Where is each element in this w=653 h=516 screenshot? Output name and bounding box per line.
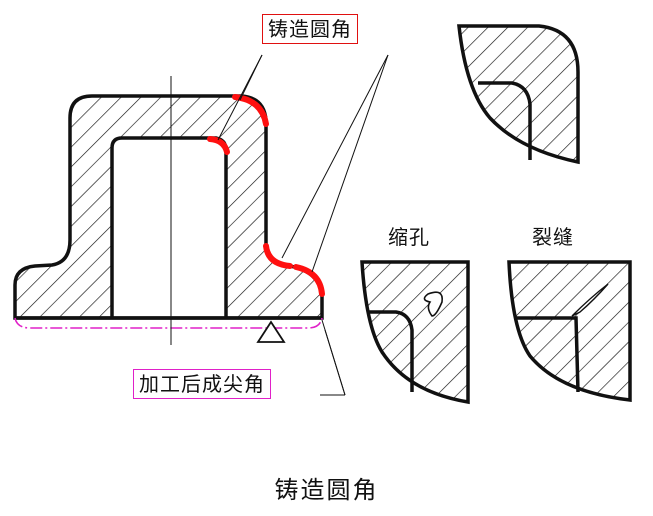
- good-fillet-section: [457, 24, 580, 165]
- crack-line: [571, 283, 609, 317]
- fillet-leader-lines: [217, 54, 389, 273]
- detail-crack: [507, 260, 632, 402]
- sharp-corner-leader-lines: [320, 319, 346, 396]
- crack-section: [507, 260, 632, 402]
- shrinkage-inner-corner: [368, 310, 414, 392]
- crack-label: 裂缝: [532, 225, 574, 249]
- fillet-highlight-inner-top: [207, 136, 230, 155]
- casting-fillet-label: 铸造圆角: [262, 14, 358, 44]
- shrinkage-void: [423, 291, 444, 317]
- fillet-highlight-outer-step: [293, 264, 325, 297]
- good-fillet-inner-corner: [478, 81, 532, 160]
- detail-shrinkage-hole: [360, 260, 470, 405]
- figure-caption: 铸造圆角: [274, 476, 379, 504]
- fillet-highlight-outer-top: [232, 94, 269, 127]
- detail-good-fillet: [457, 24, 580, 165]
- machining-symbol-icon: [256, 320, 286, 343]
- casting-body-hatched: [13, 94, 324, 320]
- fillet-highlight-inner-step: [263, 243, 293, 269]
- main-casting-section: [13, 54, 389, 396]
- sharp-corner-label: 加工后成尖角: [133, 369, 271, 399]
- shrinkage-section: [360, 260, 470, 405]
- shrinkage-hole-label: 缩孔: [388, 225, 430, 249]
- original-casting-outline: [14, 317, 323, 329]
- crack-inner-corner: [514, 316, 580, 393]
